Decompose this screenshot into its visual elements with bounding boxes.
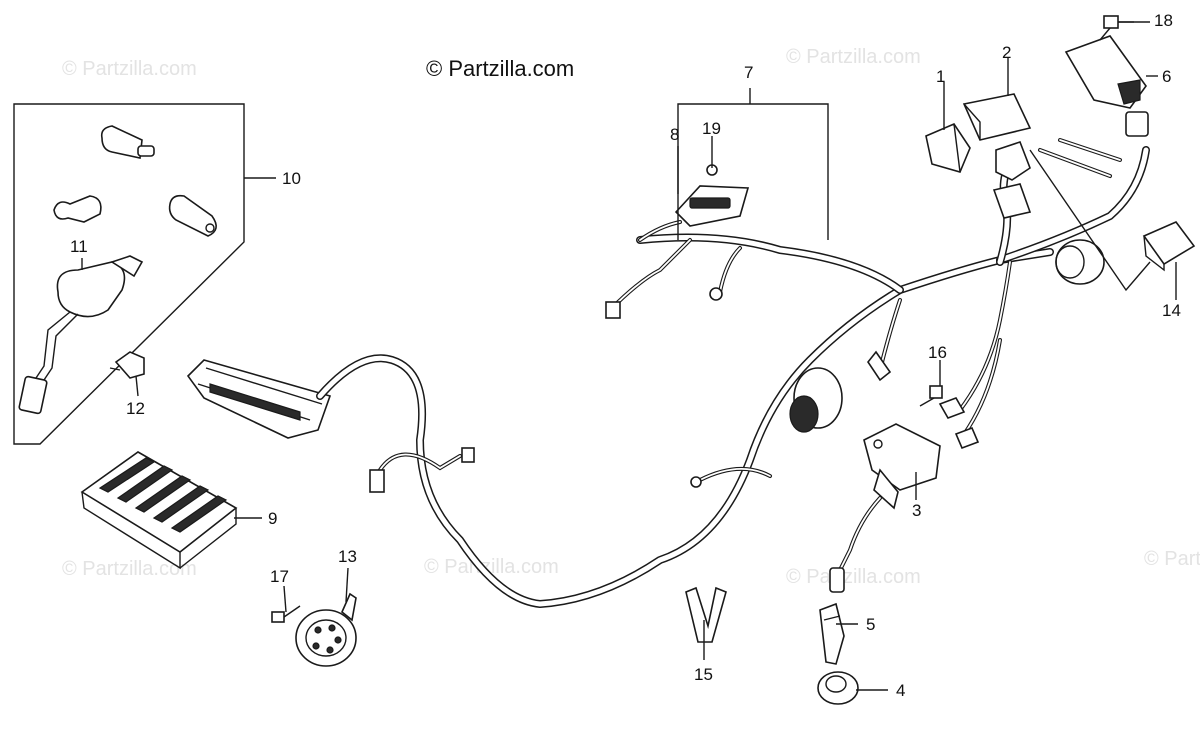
harness-condenser [789, 367, 843, 433]
callout-14: 14 [1162, 301, 1181, 320]
callout-15: 15 [694, 665, 713, 684]
callout-6: 6 [1162, 67, 1172, 86]
starter-relay [863, 423, 941, 510]
relay-2 [962, 93, 1032, 141]
horn [295, 592, 357, 667]
watermark-edge-right: © Partzilla.com [1144, 548, 1200, 570]
regulator-rectifier [80, 451, 238, 570]
copyright-label: © Partzilla.com [426, 56, 575, 81]
callout-leaders [81, 21, 1177, 691]
coupler-upper [995, 140, 1031, 181]
clamp-15 [685, 586, 727, 643]
watermark-top-left: © Partzilla.com [62, 58, 197, 80]
watermark-mid-right: © Partzilla.com [786, 566, 921, 588]
terminal-lug-lower [954, 426, 980, 450]
flasher-lead [1029, 149, 1151, 292]
callout-17: 17 [270, 567, 289, 586]
callout-9: 9 [268, 509, 278, 528]
watermark-top-right: © Partzilla.com [786, 46, 921, 68]
callout-1: 1 [936, 67, 946, 86]
ground-terminal [709, 287, 723, 301]
plug-cap [819, 602, 845, 665]
callout-10: 10 [282, 169, 301, 188]
unit-6 [1064, 35, 1147, 109]
bolt-18 [1099, 15, 1134, 41]
bulb-socket [109, 351, 145, 379]
bullet-connector [867, 350, 892, 382]
callout-7: 7 [744, 63, 754, 82]
lock-cylinder-top [100, 125, 155, 159]
coupler-lower [992, 183, 1032, 219]
ignition-switch [18, 255, 144, 415]
harness-cylinder-right [1055, 239, 1105, 285]
terminal-lug-upper [938, 397, 966, 419]
branch-wires [378, 138, 1122, 482]
watermark-mid-left: © Partzilla.com [62, 558, 197, 580]
group-10-bracket [13, 103, 245, 445]
relay-1 [925, 123, 971, 173]
callout-16: 16 [928, 343, 947, 362]
callout-3: 3 [912, 501, 922, 520]
horn-bolt [271, 605, 301, 623]
callout-12: 12 [126, 399, 145, 418]
lock-cylinder-left [53, 195, 102, 223]
coupler-6 [1125, 111, 1149, 137]
callout-2: 2 [1002, 43, 1012, 62]
lock-cylinder-right [168, 194, 217, 237]
callout-5: 5 [866, 615, 876, 634]
branch-connector-left [605, 301, 621, 319]
callout-13: 13 [338, 547, 357, 566]
wide-coupler [186, 359, 332, 439]
callout-19: 19 [702, 119, 721, 138]
branch-connector-bottom [369, 469, 385, 493]
watermark-mid-center: © Partzilla.com [424, 556, 559, 578]
callout-11: 11 [70, 237, 88, 256]
callout-4: 4 [896, 681, 906, 700]
callout-8: 8 [670, 125, 680, 144]
spark-plug-lead [829, 496, 882, 593]
flasher-14 [1142, 221, 1196, 272]
branch-connector-mid [461, 447, 475, 463]
fuse-holder [638, 185, 750, 242]
branch-terminal-lower [690, 476, 702, 488]
boot-4 [817, 671, 859, 705]
bolt-16 [919, 385, 943, 407]
callout-18: 18 [1154, 11, 1173, 30]
